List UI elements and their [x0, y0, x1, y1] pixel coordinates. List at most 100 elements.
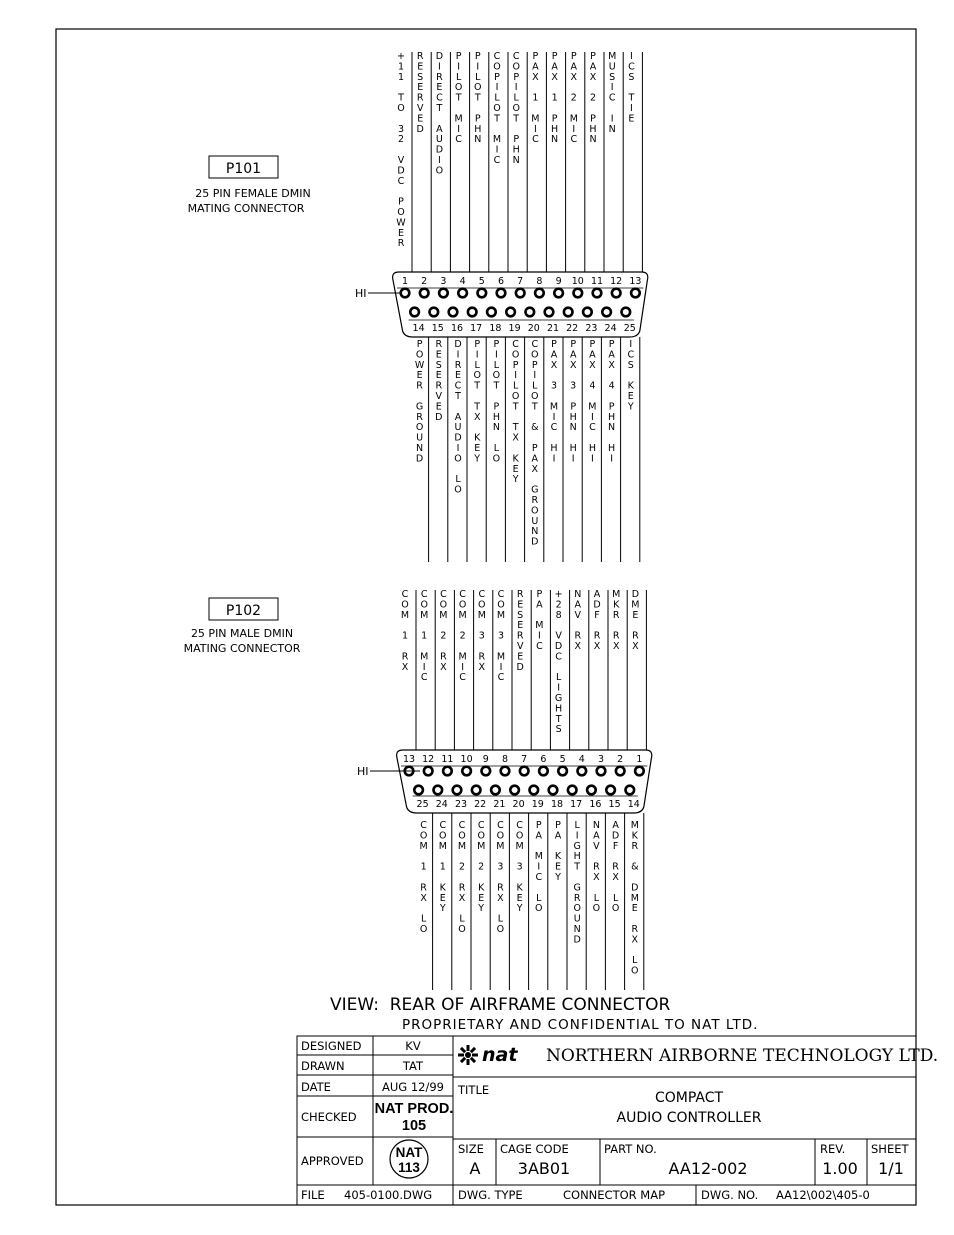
p101-connector-map: P101 25 PIN FEMALE DMIN MATING CONNECTOR…	[188, 51, 649, 562]
signal-label-char: 4	[609, 381, 615, 392]
signal-label-char: H	[513, 145, 520, 156]
signal-label-char: P	[551, 339, 557, 350]
drawn-label: DRAWN	[301, 1059, 345, 1073]
signal-label-char: K	[516, 882, 523, 893]
signal-label-char: I	[495, 349, 498, 360]
pin-number: 6	[540, 754, 546, 765]
signal-label-char: K	[474, 433, 481, 444]
signal-label-char: T	[627, 93, 634, 104]
signal-label-char: I	[557, 683, 560, 694]
signal-label-char: 2	[460, 631, 466, 642]
designed-label: DESIGNED	[301, 1039, 362, 1053]
signal-label-char	[418, 391, 421, 402]
signal-label-char: Y	[554, 872, 561, 883]
pin	[470, 784, 482, 796]
signal-label-char: 2	[440, 631, 446, 642]
pin-number: 22	[474, 799, 486, 810]
signal-label-char: M	[535, 851, 543, 862]
dwg-type-label: DWG. TYPE	[458, 1188, 523, 1202]
pin-number: 4	[460, 276, 466, 287]
signal-label-char: I	[533, 370, 536, 381]
signal-label-char: E	[455, 370, 461, 381]
signal-label-char: M	[550, 401, 558, 412]
signal-label-char: I	[591, 453, 594, 464]
signal-label-char: S	[556, 724, 562, 735]
signal-label-char	[499, 872, 502, 883]
signal-label-char: E	[436, 349, 442, 360]
signal-label-char	[422, 872, 425, 883]
signal-label-char: A	[570, 349, 577, 360]
signal-label-char	[480, 872, 483, 883]
signal-label-char: O	[420, 599, 427, 610]
signal-label-char: L	[514, 93, 520, 104]
signal-label-char	[441, 872, 444, 883]
pin-number: 4	[579, 754, 585, 765]
pin-number: 15	[609, 799, 621, 810]
signal-label-char: X	[459, 893, 466, 904]
signal-label-char: R	[416, 412, 423, 423]
p102-description-line2: MATING CONNECTOR	[184, 642, 301, 655]
signal-label-char	[611, 103, 614, 114]
signal-label-char: I	[576, 830, 579, 841]
signal-label-char: D	[454, 339, 461, 350]
signal-label-char: E	[398, 228, 404, 239]
signal-label-char: U	[531, 516, 538, 527]
signal-label-char: 1	[398, 72, 404, 83]
signal-label-char: P	[456, 51, 462, 62]
signal-label-char: &	[631, 862, 639, 873]
signal-label-char	[460, 872, 463, 883]
signal-label-char: L	[455, 474, 461, 485]
pin	[432, 784, 444, 796]
signal-label-char: P	[494, 72, 500, 83]
company-name: NORTHERN AIRBORNE TECHNOLOGY LTD.	[546, 1046, 938, 1066]
signal-label-char: E	[417, 61, 423, 72]
signal-label-char: A	[593, 830, 600, 841]
signal-label-char: I	[572, 453, 575, 464]
signal-label-char: I	[537, 862, 540, 873]
pin-number: 7	[517, 276, 523, 287]
signal-label-char: X	[551, 72, 558, 83]
signal-label-char: P	[570, 401, 576, 412]
signal-label-char: I	[423, 662, 426, 673]
signal-label-char: D	[436, 145, 443, 156]
date-value: AUG 12/99	[382, 1080, 444, 1094]
signal-label-char: Y	[627, 401, 634, 412]
signal-label-char	[534, 82, 537, 93]
signal-label-char: X	[551, 360, 558, 371]
signal-label-char: T	[512, 113, 519, 124]
pin-number: 16	[451, 323, 463, 334]
signal-label-char: X	[612, 872, 619, 883]
signal-label-char: S	[628, 72, 634, 83]
signal-label-char: T	[474, 93, 481, 104]
file-value: 405-0100.DWG	[344, 1188, 432, 1202]
signal-label-char: T	[573, 862, 580, 873]
signal-label-char: I	[610, 453, 613, 464]
signal-label-char: L	[594, 893, 600, 904]
dwg-no-label: DWG. NO.	[701, 1188, 758, 1202]
signal-label-char: C	[628, 61, 635, 72]
signal-label-char	[633, 872, 636, 883]
title-block	[296, 1035, 917, 1206]
signal-label-char: L	[459, 914, 465, 925]
signal-label-char: T	[493, 113, 500, 124]
signal-label-char: P	[475, 113, 481, 124]
signal-label-char: X	[497, 893, 504, 904]
signal-label-char: E	[440, 893, 446, 904]
cage-code-value: 3AB01	[518, 1159, 570, 1178]
signal-label-char: O	[512, 103, 519, 114]
signal-label-char: R	[574, 893, 581, 904]
signal-label-char: R	[594, 631, 601, 642]
approved-stamp-line1: NAT	[396, 1145, 423, 1160]
signal-label-char: R	[435, 381, 442, 392]
signal-label-char: D	[416, 453, 423, 464]
